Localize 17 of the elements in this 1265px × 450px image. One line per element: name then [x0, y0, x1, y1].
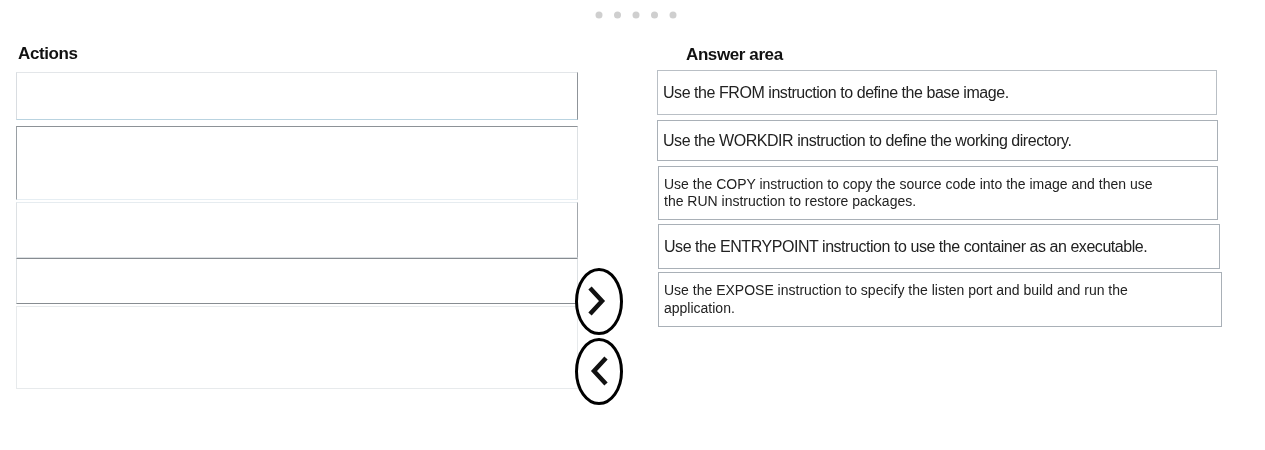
column-heading: Actions	[18, 44, 78, 64]
step-text: Use the COPY instruction to copy the source code into the image and then use the RUN instruction to restore packages.	[664, 175, 1154, 211]
answer-card	[658, 272, 1222, 327]
action-slot	[16, 306, 578, 389]
answer-card	[657, 120, 1218, 161]
action-slot	[16, 202, 578, 258]
step-text: Use the EXPOSE instruction to specify the listen port and build and run the application.	[664, 282, 1129, 317]
answer-card	[657, 70, 1217, 115]
action-slot	[16, 72, 578, 120]
answer-card	[658, 224, 1220, 269]
action-slot	[16, 126, 578, 200]
step-text: Use the ENTRYPOINT instruction to use the container as an executable.	[664, 236, 1148, 257]
step-text: Use the FROM instruction to define the base image.	[663, 82, 1009, 103]
column-heading: Answer area	[686, 45, 783, 65]
answer-card	[658, 166, 1218, 220]
action-slot	[16, 258, 578, 304]
step-text: Use the WORKDIR instruction to define the working directory.	[663, 130, 1072, 151]
